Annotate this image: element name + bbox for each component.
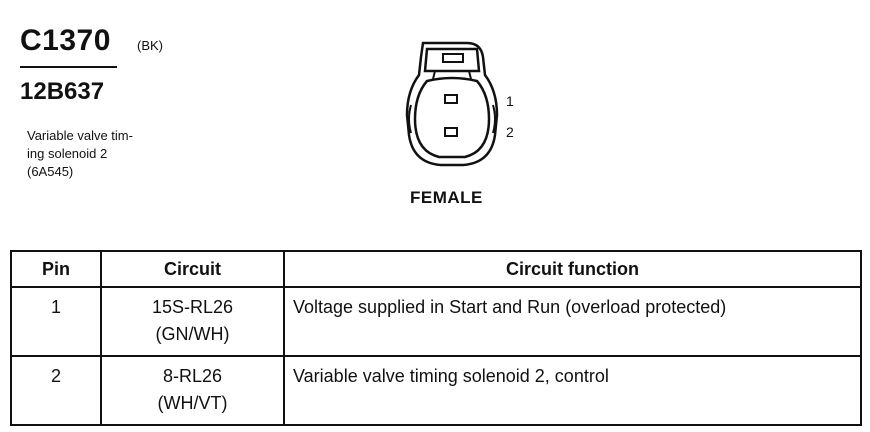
connector-id: C1370 [20, 24, 111, 57]
table-header-row: Pin Circuit Circuit function [10, 250, 862, 288]
part-number: 12B637 [20, 78, 105, 105]
circuit-cell: 15S-RL26 (GN/WH) [100, 286, 285, 357]
connector-face-diagram [405, 41, 499, 167]
pin-cavity-2 [444, 127, 458, 137]
component-description: Variable valve tim- ing solenoid 2 (6A54… [27, 127, 177, 181]
table-row: 1 15S-RL26 (GN/WH) Voltage supplied in S… [10, 286, 862, 357]
lock-tab-slot [442, 53, 464, 63]
circuit-code: 15S-RL26 [151, 297, 234, 317]
description-line: (6A545) [27, 164, 74, 179]
function-cell: Variable valve timing solenoid 2, contro… [283, 355, 862, 426]
pinout-table: Pin Circuit Circuit function 1 15S-RL26 … [10, 250, 862, 426]
pin-cell: 2 [10, 355, 102, 426]
function-cell: Voltage supplied in Start and Run (overl… [283, 286, 862, 357]
connector-gender: FEMALE [410, 188, 483, 207]
description-line: Variable valve tim- [27, 128, 133, 143]
pin-cell: 1 [10, 286, 102, 357]
pin-cavity-1 [444, 94, 458, 104]
header-circuit-function: Circuit function [283, 250, 862, 288]
circuit-cell: 8-RL26 (WH/VT) [100, 355, 285, 426]
wire-color: (GN/WH) [155, 324, 230, 344]
wire-color: (WH/VT) [157, 393, 228, 413]
table-row: 2 8-RL26 (WH/VT) Variable valve timing s… [10, 355, 862, 426]
connector-face [413, 76, 491, 159]
title-rule [20, 66, 117, 68]
header-pin: Pin [10, 250, 102, 288]
connector-color: (BK) [137, 38, 163, 53]
pin-label-1: 1 [506, 93, 514, 109]
pin-label-2: 2 [506, 124, 514, 140]
description-line: ing solenoid 2 [27, 146, 108, 161]
lock-tab [423, 47, 481, 73]
header-circuit: Circuit [100, 250, 285, 288]
connector-shell [405, 41, 499, 167]
circuit-code: 8-RL26 [162, 366, 223, 386]
